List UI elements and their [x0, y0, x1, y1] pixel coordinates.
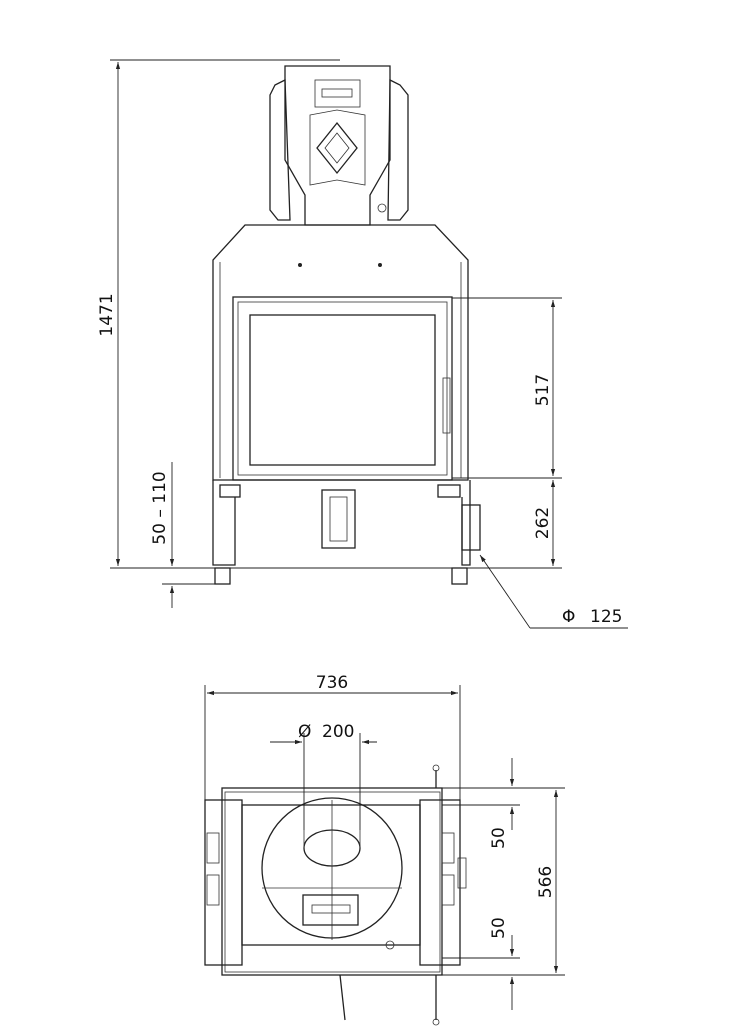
dimension-leg-adjust: 50 – 110 — [150, 462, 215, 608]
dim-flue-side-symbol: Φ — [562, 607, 575, 627]
dimension-517: 517 262 — [452, 297, 562, 569]
dim-offset-top: 50 — [489, 827, 509, 849]
flue-collector — [284, 65, 391, 226]
dimension-flue-125: Φ 125 — [479, 554, 628, 629]
top-view: 736 Ø 200 50 566 50 — [204, 673, 565, 1026]
body — [212, 224, 469, 481]
dimension-1471: 1471 — [97, 59, 340, 569]
dimension-flue-200: Ø 200 — [270, 722, 377, 830]
dim-total-height: 1471 — [97, 293, 117, 336]
door-handle — [442, 377, 451, 434]
dim-door-bottom: 262 — [533, 507, 553, 539]
dimension-736: 736 — [204, 673, 461, 800]
dim-leg-adjust: 50 – 110 — [150, 471, 170, 544]
dim-width: 736 — [316, 673, 348, 693]
door — [232, 296, 453, 481]
dim-flue-side-diameter: 125 — [590, 607, 622, 627]
front-view: 1471 517 262 50 – 110 Φ 125 — [97, 59, 628, 629]
top-body — [204, 764, 467, 1026]
legs — [205, 480, 481, 585]
side-panels — [269, 78, 409, 221]
dim-offset-bottom: 50 — [489, 917, 509, 939]
dimension-depth: 50 566 50 — [442, 758, 565, 1010]
dim-flue-top-diameter: 200 — [322, 722, 354, 742]
dim-door-height: 517 — [533, 374, 553, 406]
dim-depth: 566 — [536, 866, 556, 898]
dim-flue-top-symbol: Ø — [298, 722, 311, 742]
